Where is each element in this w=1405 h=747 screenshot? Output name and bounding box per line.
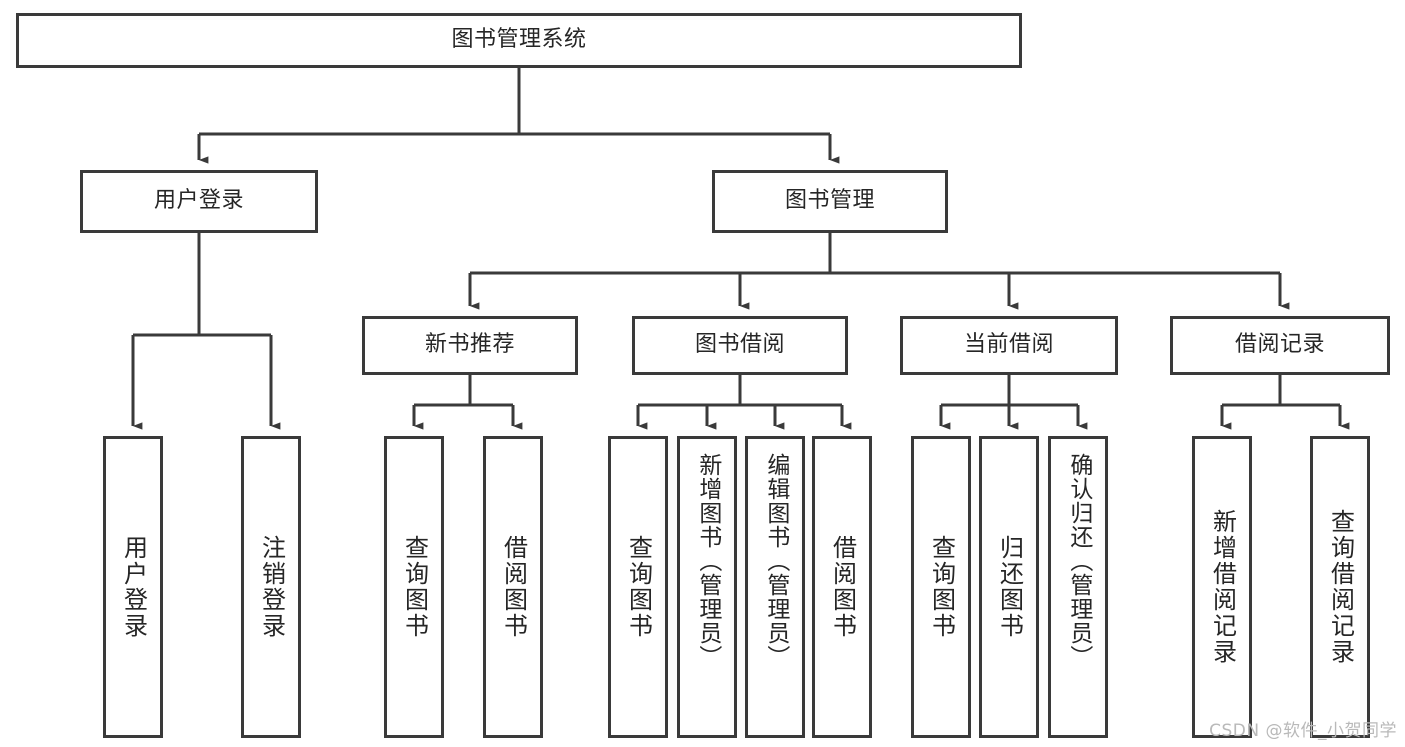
node-leaf-query-record-label: 查询借阅记录 (1326, 509, 1355, 665)
node-leaf-confirm-return-label: 确认归还（管理员） (1065, 453, 1092, 669)
node-current-borrow-label: 当前借阅 (963, 332, 1054, 358)
node-leaf-add-record[interactable]: 新增借阅记录 (1192, 436, 1252, 738)
node-book-manage[interactable]: 图书管理 (712, 170, 948, 233)
node-new-book-recommend-label: 新书推荐 (424, 332, 515, 358)
node-user-login[interactable]: 用户登录 (80, 170, 318, 233)
node-leaf-user-login-label: 用户登录 (119, 535, 148, 639)
node-leaf-add-book[interactable]: 新增图书（管理员） (677, 436, 737, 738)
node-book-manage-label: 图书管理 (784, 188, 875, 214)
node-leaf-edit-book-label: 编辑图书（管理员） (762, 453, 789, 669)
node-borrow-record[interactable]: 借阅记录 (1170, 316, 1390, 375)
node-leaf-borrow-book-1[interactable]: 借阅图书 (483, 436, 543, 738)
node-user-login-label: 用户登录 (153, 188, 244, 214)
node-root[interactable]: 图书管理系统 (16, 13, 1022, 68)
node-leaf-edit-book[interactable]: 编辑图书（管理员） (745, 436, 805, 738)
node-leaf-add-book-label: 新增图书（管理员） (694, 453, 721, 669)
node-leaf-query-record[interactable]: 查询借阅记录 (1310, 436, 1370, 738)
node-new-book-recommend[interactable]: 新书推荐 (362, 316, 578, 375)
node-book-borrow[interactable]: 图书借阅 (632, 316, 848, 375)
node-leaf-borrow-book-2[interactable]: 借阅图书 (812, 436, 872, 738)
node-leaf-borrow-book-2-label: 借阅图书 (828, 535, 857, 639)
node-leaf-logout-label: 注销登录 (257, 535, 286, 639)
node-root-label: 图书管理系统 (451, 27, 587, 53)
node-leaf-user-login[interactable]: 用户登录 (103, 436, 163, 738)
node-leaf-query-book-3[interactable]: 查询图书 (911, 436, 971, 738)
node-leaf-borrow-book-1-label: 借阅图书 (499, 535, 528, 639)
node-borrow-record-label: 借阅记录 (1234, 332, 1325, 358)
node-leaf-confirm-return[interactable]: 确认归还（管理员） (1048, 436, 1108, 738)
node-leaf-query-book-1[interactable]: 查询图书 (384, 436, 444, 738)
node-leaf-query-book-2-label: 查询图书 (624, 535, 653, 639)
node-leaf-logout[interactable]: 注销登录 (241, 436, 301, 738)
node-book-borrow-label: 图书借阅 (694, 332, 785, 358)
node-leaf-query-book-2[interactable]: 查询图书 (608, 436, 668, 738)
node-leaf-query-book-1-label: 查询图书 (400, 535, 429, 639)
node-leaf-return-book-label: 归还图书 (995, 535, 1024, 639)
node-leaf-add-record-label: 新增借阅记录 (1208, 509, 1237, 665)
node-leaf-return-book[interactable]: 归还图书 (979, 436, 1039, 738)
node-leaf-query-book-3-label: 查询图书 (927, 535, 956, 639)
node-current-borrow[interactable]: 当前借阅 (900, 316, 1118, 375)
